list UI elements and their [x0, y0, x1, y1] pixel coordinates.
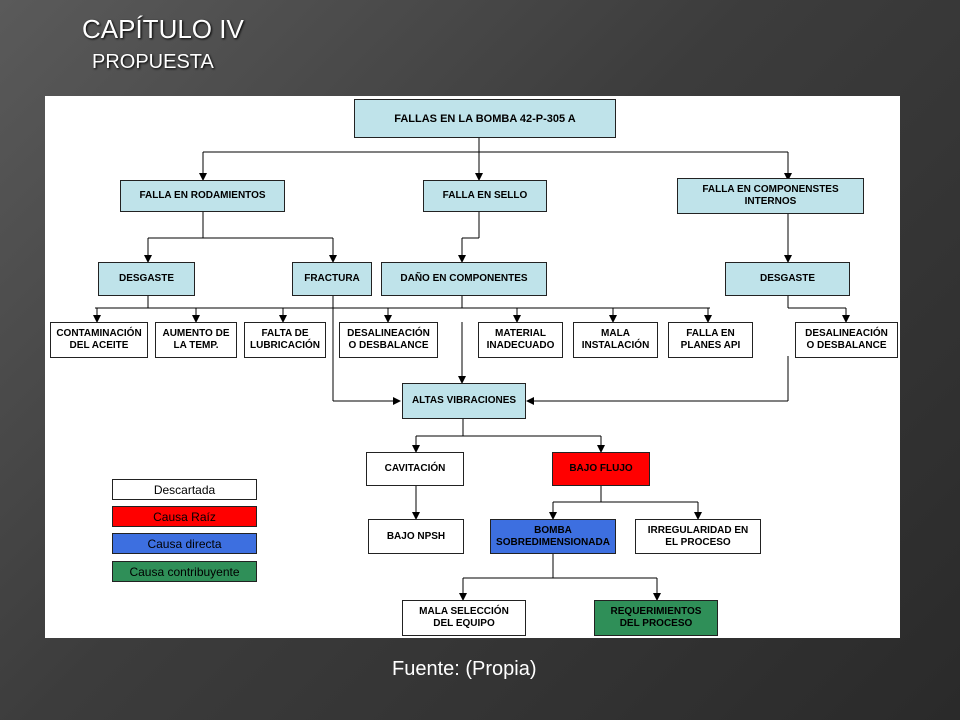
contaminacion-aceite-box: CONTAMINACIÓN DEL ACEITE: [50, 322, 148, 358]
falta-lubricacion-box: FALTA DE LUBRICACIÓN: [244, 322, 326, 358]
legend-causa-directa: Causa directa: [112, 533, 257, 554]
falla-planes-api-box: FALLA EN PLANES API: [668, 322, 753, 358]
irregularidad-proceso-box: IRREGULARIDAD EN EL PROCESO: [635, 519, 761, 554]
bomba-sobredimensionada-box: BOMBA SOBREDIMENSIONADA: [490, 519, 616, 554]
requerimientos-proceso-box: REQUERIMIENTOS DEL PROCESO: [594, 600, 718, 636]
fractura-box: FRACTURA: [292, 262, 372, 296]
root-fallas-bomba: FALLAS EN LA BOMBA 42-P-305 A: [354, 99, 616, 138]
aumento-temp-box: AUMENTO DE LA TEMP.: [155, 322, 237, 358]
source-caption: Fuente: (Propia): [392, 658, 537, 680]
page-title: CAPÍTULO IV: [82, 14, 244, 44]
legend-causa-raiz: Causa Raíz: [112, 506, 257, 527]
desalineacion-box-1: DESALINEACIÓN O DESBALANCE: [339, 322, 438, 358]
legend-descartada: Descartada: [112, 479, 257, 500]
fault-tree-diagram: FALLAS EN LA BOMBA 42-P-305 A FALLA EN R…: [45, 96, 900, 638]
material-inadecuado-box: MATERIAL INADECUADO: [478, 322, 563, 358]
falla-sello-box: FALLA EN SELLO: [423, 180, 547, 212]
falla-componentes-internos-box: FALLA EN COMPONENSTES INTERNOS: [677, 178, 864, 214]
altas-vibraciones-box: ALTAS VIBRACIONES: [402, 383, 526, 419]
desalineacion-box-2: DESALINEACIÓN O DESBALANCE: [795, 322, 898, 358]
legend-causa-contribuyente: Causa contribuyente: [112, 561, 257, 582]
desgaste-right-box: DESGASTE: [725, 262, 850, 296]
cavitacion-box: CAVITACIÓN: [366, 452, 464, 486]
bajo-flujo-box: BAJO FLUJO: [552, 452, 650, 486]
falla-rodamientos-box: FALLA EN RODAMIENTOS: [120, 180, 285, 212]
connector-lines: [93, 138, 850, 601]
page-subtitle: PROPUESTA: [92, 51, 214, 73]
desgaste-left-box: DESGASTE: [98, 262, 195, 296]
bajo-npsh-box: BAJO NPSH: [368, 519, 464, 554]
mala-seleccion-equipo-box: MALA SELECCIÓN DEL EQUIPO: [402, 600, 526, 636]
mala-instalacion-box: MALA INSTALACIÓN: [573, 322, 658, 358]
dano-componentes-box: DAÑO EN COMPONENTES: [381, 262, 547, 296]
